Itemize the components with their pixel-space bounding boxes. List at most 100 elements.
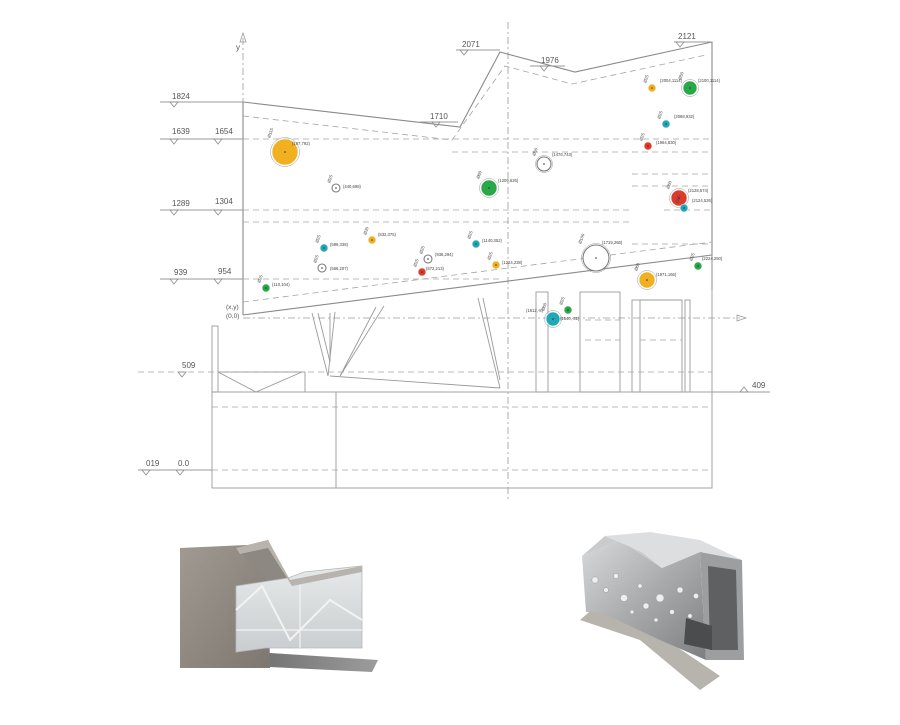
persp-top-fold bbox=[582, 536, 662, 568]
level-label-1654: 1654 bbox=[215, 127, 233, 136]
opening-coords-label: (197,792) bbox=[292, 141, 311, 146]
opening-coords-label: (872,213) bbox=[426, 266, 445, 271]
level-label-2071: 2071 bbox=[462, 40, 480, 49]
opening-center bbox=[427, 258, 429, 260]
opening-diameter-label: Ø25 bbox=[314, 234, 322, 244]
level-marker-1710 bbox=[431, 121, 441, 128]
level-label-1824: 1824 bbox=[172, 92, 190, 101]
opening-ring bbox=[581, 243, 611, 273]
origin-00-label: (0,0) bbox=[226, 313, 239, 320]
base-box-outline bbox=[211, 391, 713, 489]
opening-ring bbox=[535, 155, 553, 173]
opening-coords-label: (1612,-8) bbox=[526, 308, 544, 313]
opening-coords-label: (1140,352) bbox=[482, 238, 503, 243]
opening-diameter-label: Ø25 bbox=[674, 194, 682, 204]
opening-center bbox=[651, 87, 653, 89]
opening-coords-label: (832,375) bbox=[378, 232, 397, 237]
opening-diameter-label: Ø25 bbox=[688, 252, 696, 262]
opening-center bbox=[665, 123, 667, 125]
opening-diameter-label: Ø115 bbox=[266, 127, 274, 139]
opening-diameter-label: Ø25 bbox=[486, 251, 494, 261]
opening-coords-label: (599,338) bbox=[330, 242, 349, 247]
front-glass-mullions bbox=[235, 584, 363, 642]
opening-center bbox=[552, 318, 554, 320]
opening-diameter-label: Ø25 bbox=[412, 258, 420, 268]
opening-diameter-label: Ø25 bbox=[638, 132, 646, 142]
left-truss bbox=[217, 371, 303, 393]
level-label-409: 409 bbox=[752, 381, 766, 390]
persp-roof bbox=[605, 532, 742, 568]
opening-ring bbox=[270, 137, 300, 167]
level-label-1289: 1289 bbox=[172, 199, 190, 208]
opening-coords-label: (1971,166) bbox=[656, 272, 677, 277]
level-label-2121: 2121 bbox=[678, 32, 696, 41]
opening-center bbox=[284, 151, 286, 153]
strut-right-2 bbox=[482, 297, 501, 381]
opening-ring bbox=[669, 188, 689, 208]
opening-diameter-label: Ø25 bbox=[558, 296, 566, 306]
opening-center bbox=[595, 257, 597, 259]
opening-coords-label: (2124,526) bbox=[692, 198, 713, 203]
level-marker-1976 bbox=[539, 65, 549, 72]
level-marker-1304 bbox=[213, 209, 223, 216]
level-marker-1654 bbox=[213, 138, 223, 145]
opening-coords-label: (1964,830) bbox=[656, 140, 677, 145]
soffit-outline bbox=[242, 254, 713, 316]
opening-ring bbox=[544, 310, 562, 328]
opening-coords-label: (936,294) bbox=[435, 252, 454, 257]
opening-coords-label: (1540,-31) bbox=[560, 316, 580, 321]
opening-coords-label: (2128,574) bbox=[688, 188, 709, 193]
model-photo-front bbox=[180, 540, 378, 672]
opening-ring bbox=[479, 178, 499, 198]
opening-diameter-label: Ø25 bbox=[326, 174, 334, 184]
v-strut-3 bbox=[339, 305, 385, 377]
right-bracket bbox=[640, 299, 683, 393]
level-marker-954 bbox=[213, 278, 223, 285]
opening-diameter-label: Ø25 bbox=[312, 254, 320, 264]
strut-right bbox=[477, 297, 501, 389]
level-marker-2121 bbox=[675, 41, 685, 48]
opening-diameter-label: Ø25 bbox=[418, 245, 426, 255]
front-roof-edge bbox=[236, 540, 362, 586]
opening-ring bbox=[681, 79, 699, 97]
opening-center bbox=[495, 264, 497, 266]
opening-center bbox=[647, 145, 649, 147]
level-marker-1289 bbox=[169, 209, 179, 216]
lower-volume bbox=[211, 255, 713, 489]
level-marker-1639 bbox=[169, 138, 179, 145]
opening-center bbox=[335, 187, 337, 189]
model-photo-perspective bbox=[580, 532, 744, 690]
front-base-plate bbox=[250, 652, 378, 672]
opening-coords-label: (1719,266) bbox=[602, 240, 623, 245]
persp-base-plate bbox=[580, 606, 720, 690]
level-label-954: 954 bbox=[218, 267, 232, 276]
level-marker-409 bbox=[739, 386, 749, 393]
level-label-1639: 1639 bbox=[172, 127, 190, 136]
right-door bbox=[579, 291, 621, 393]
persp-side-panel bbox=[582, 540, 706, 660]
left-column bbox=[211, 325, 219, 393]
opening-center bbox=[323, 247, 325, 249]
opening-ring bbox=[637, 270, 657, 290]
opening-diameter-label: Ø60 bbox=[633, 262, 641, 272]
level-label-0: 0.0 bbox=[178, 459, 190, 468]
strut-bottom bbox=[329, 375, 501, 389]
persp-holes bbox=[591, 573, 699, 623]
level-marker-1824 bbox=[169, 101, 179, 108]
y-axis-arrow bbox=[239, 31, 247, 43]
level-marker-509 bbox=[177, 371, 187, 378]
opening-coords-label: (1209,626) bbox=[498, 178, 519, 183]
opening-center bbox=[421, 271, 423, 273]
right-frame bbox=[535, 291, 549, 393]
soffit-inner-line bbox=[242, 241, 713, 303]
v-strut-1 bbox=[311, 311, 336, 377]
opening-diameter-label: Ø100 bbox=[577, 232, 585, 244]
opening-coords-label: (2224,250) bbox=[702, 256, 723, 261]
right-end-post bbox=[684, 299, 691, 393]
opening-coords-label: (2004,1114) bbox=[660, 78, 683, 83]
level-marker-2071 bbox=[459, 49, 469, 56]
opening-coords-label: (440,698) bbox=[343, 184, 362, 189]
origin-xy-label: (x,y) bbox=[226, 304, 239, 311]
roof-inner-line bbox=[242, 54, 707, 141]
